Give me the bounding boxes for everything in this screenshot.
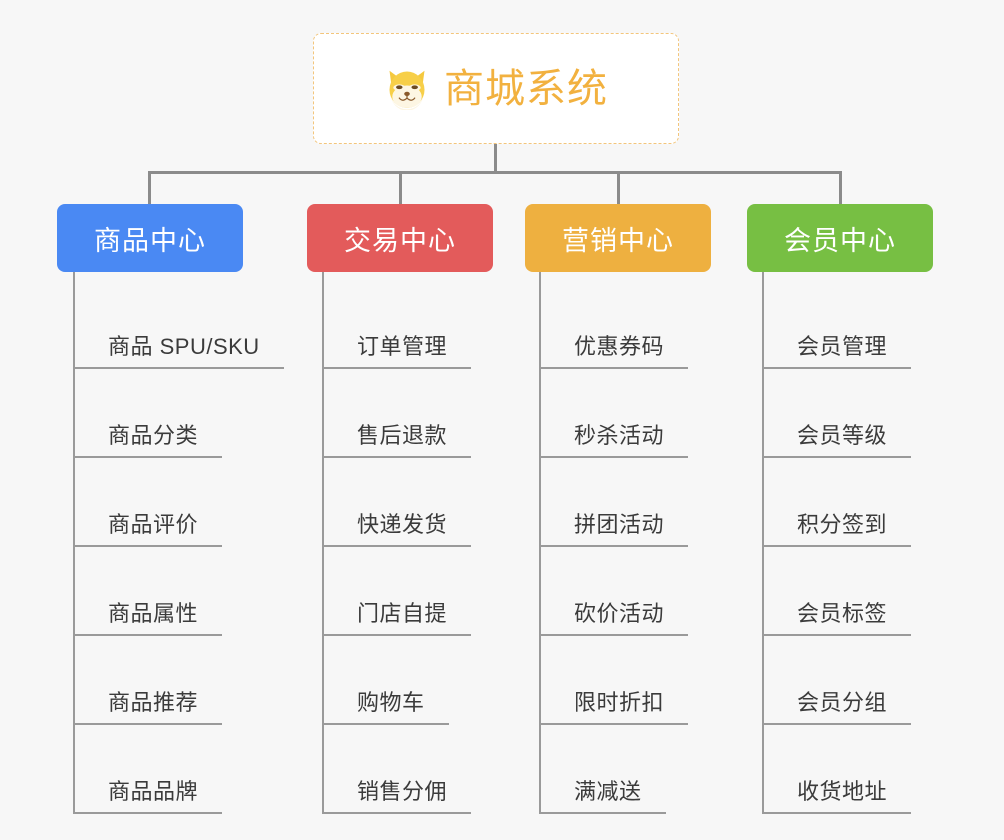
leaf-label: 商品分类 [75, 421, 223, 458]
list-item[interactable]: 满减送 [541, 725, 715, 814]
list-item[interactable]: 门店自提 [324, 547, 497, 636]
list-item[interactable]: 优惠券码 [541, 280, 715, 369]
leaf-label: 快递发货 [324, 510, 472, 547]
list-item[interactable]: 积分签到 [764, 458, 933, 547]
leaf-label: 商品 SPU/SKU [75, 332, 284, 369]
connector-drop-1 [148, 172, 151, 204]
leaf-label: 秒杀活动 [541, 421, 689, 458]
category-header-member[interactable]: 会员中心 [747, 204, 933, 272]
connector-bus-bar [148, 171, 842, 174]
leaf-label: 会员管理 [764, 332, 912, 369]
leaf-label: 优惠券码 [541, 332, 689, 369]
leaf-list-member: 会员管理 会员等级 积分签到 会员标签 会员分组 收货地址 [762, 272, 933, 814]
leaf-label: 售后退款 [324, 421, 472, 458]
list-item[interactable]: 商品推荐 [75, 636, 307, 725]
list-item[interactable]: 秒杀活动 [541, 369, 715, 458]
category-header-product[interactable]: 商品中心 [57, 204, 243, 272]
connector-drop-4 [839, 172, 842, 204]
list-item[interactable]: 商品分类 [75, 369, 307, 458]
leaf-label: 商品评价 [75, 510, 223, 547]
connector-drop-3 [617, 172, 620, 204]
leaf-label: 砍价活动 [541, 599, 689, 636]
leaf-list-trade: 订单管理 售后退款 快递发货 门店自提 购物车 销售分佣 [322, 272, 497, 814]
list-item[interactable]: 销售分佣 [324, 725, 497, 814]
list-item[interactable]: 购物车 [324, 636, 497, 725]
category-header-marketing[interactable]: 营销中心 [525, 204, 711, 272]
leaf-list-marketing: 优惠券码 秒杀活动 拼团活动 砍价活动 限时折扣 满减送 [539, 272, 715, 814]
leaf-label: 满减送 [541, 777, 666, 814]
list-item[interactable]: 会员分组 [764, 636, 933, 725]
root-node[interactable]: 商城系统 [313, 33, 679, 144]
shiba-dog-face-icon [389, 70, 425, 110]
list-item[interactable]: 砍价活动 [541, 547, 715, 636]
leaf-label: 门店自提 [324, 599, 472, 636]
leaf-label: 会员等级 [764, 421, 912, 458]
list-item[interactable]: 会员等级 [764, 369, 933, 458]
list-item[interactable]: 售后退款 [324, 369, 497, 458]
leaf-label: 会员标签 [764, 599, 912, 636]
connector-drop-2 [399, 172, 402, 204]
leaf-list-product: 商品 SPU/SKU 商品分类 商品评价 商品属性 商品推荐 商品品牌 [73, 272, 307, 814]
leaf-label: 会员分组 [764, 688, 912, 725]
leaf-label: 订单管理 [324, 332, 472, 369]
root-title: 商城系统 [444, 66, 608, 111]
leaf-label: 拼团活动 [541, 510, 689, 547]
leaf-label: 商品推荐 [75, 688, 223, 725]
leaf-label: 销售分佣 [324, 777, 472, 814]
leaf-label: 购物车 [324, 688, 449, 725]
leaf-label: 收货地址 [764, 777, 912, 814]
list-item[interactable]: 会员标签 [764, 547, 933, 636]
connector-root-stem [494, 144, 497, 173]
category-column-member: 会员中心 会员管理 会员等级 积分签到 会员标签 会员分组 收货地址 [747, 204, 933, 814]
list-item[interactable]: 商品属性 [75, 547, 307, 636]
leaf-label: 商品品牌 [75, 777, 223, 814]
list-item[interactable]: 快递发货 [324, 458, 497, 547]
leaf-label: 商品属性 [75, 599, 223, 636]
list-item[interactable]: 拼团活动 [541, 458, 715, 547]
category-column-trade: 交易中心 订单管理 售后退款 快递发货 门店自提 购物车 销售分佣 [307, 204, 497, 814]
list-item[interactable]: 订单管理 [324, 280, 497, 369]
leaf-label: 积分签到 [764, 510, 912, 547]
list-item[interactable]: 商品品牌 [75, 725, 307, 814]
leaf-label: 限时折扣 [541, 688, 689, 725]
list-item[interactable]: 商品评价 [75, 458, 307, 547]
category-column-marketing: 营销中心 优惠券码 秒杀活动 拼团活动 砍价活动 限时折扣 满减送 [525, 204, 715, 814]
list-item[interactable]: 限时折扣 [541, 636, 715, 725]
list-item[interactable]: 商品 SPU/SKU [75, 280, 307, 369]
category-column-product: 商品中心 商品 SPU/SKU 商品分类 商品评价 商品属性 商品推荐 商品品牌 [57, 204, 307, 814]
list-item[interactable]: 收货地址 [764, 725, 933, 814]
list-item[interactable]: 会员管理 [764, 280, 933, 369]
category-header-trade[interactable]: 交易中心 [307, 204, 493, 272]
